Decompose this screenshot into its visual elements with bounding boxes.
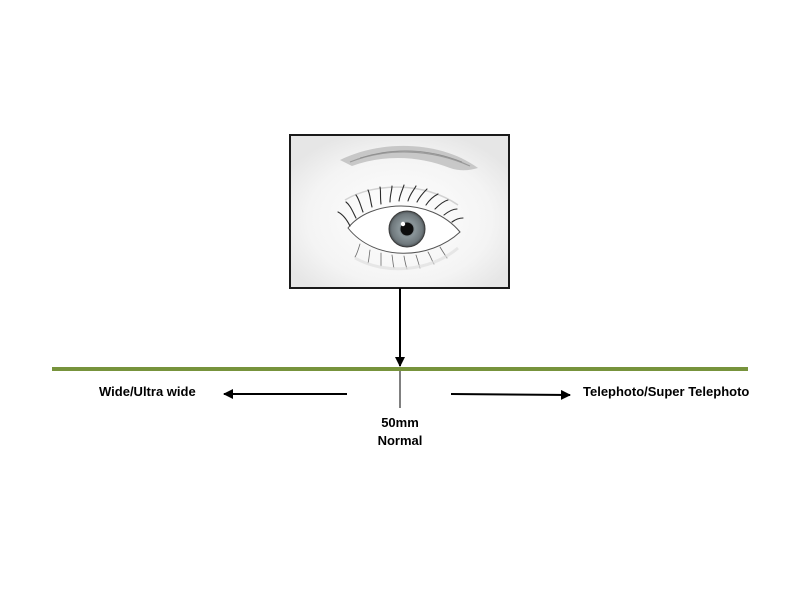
telephoto-label: Telephoto/Super Telephoto [583,384,750,399]
eye-icon [337,145,478,271]
normal-lens-label-group: 50mm Normal [340,414,460,450]
wide-angle-label: Wide/Ultra wide [99,384,196,399]
normal-lens-label: Normal [377,433,423,448]
focal-length-value: 50mm [381,415,419,430]
right-arrow [450,389,571,400]
eye-picture-frame [289,134,510,289]
